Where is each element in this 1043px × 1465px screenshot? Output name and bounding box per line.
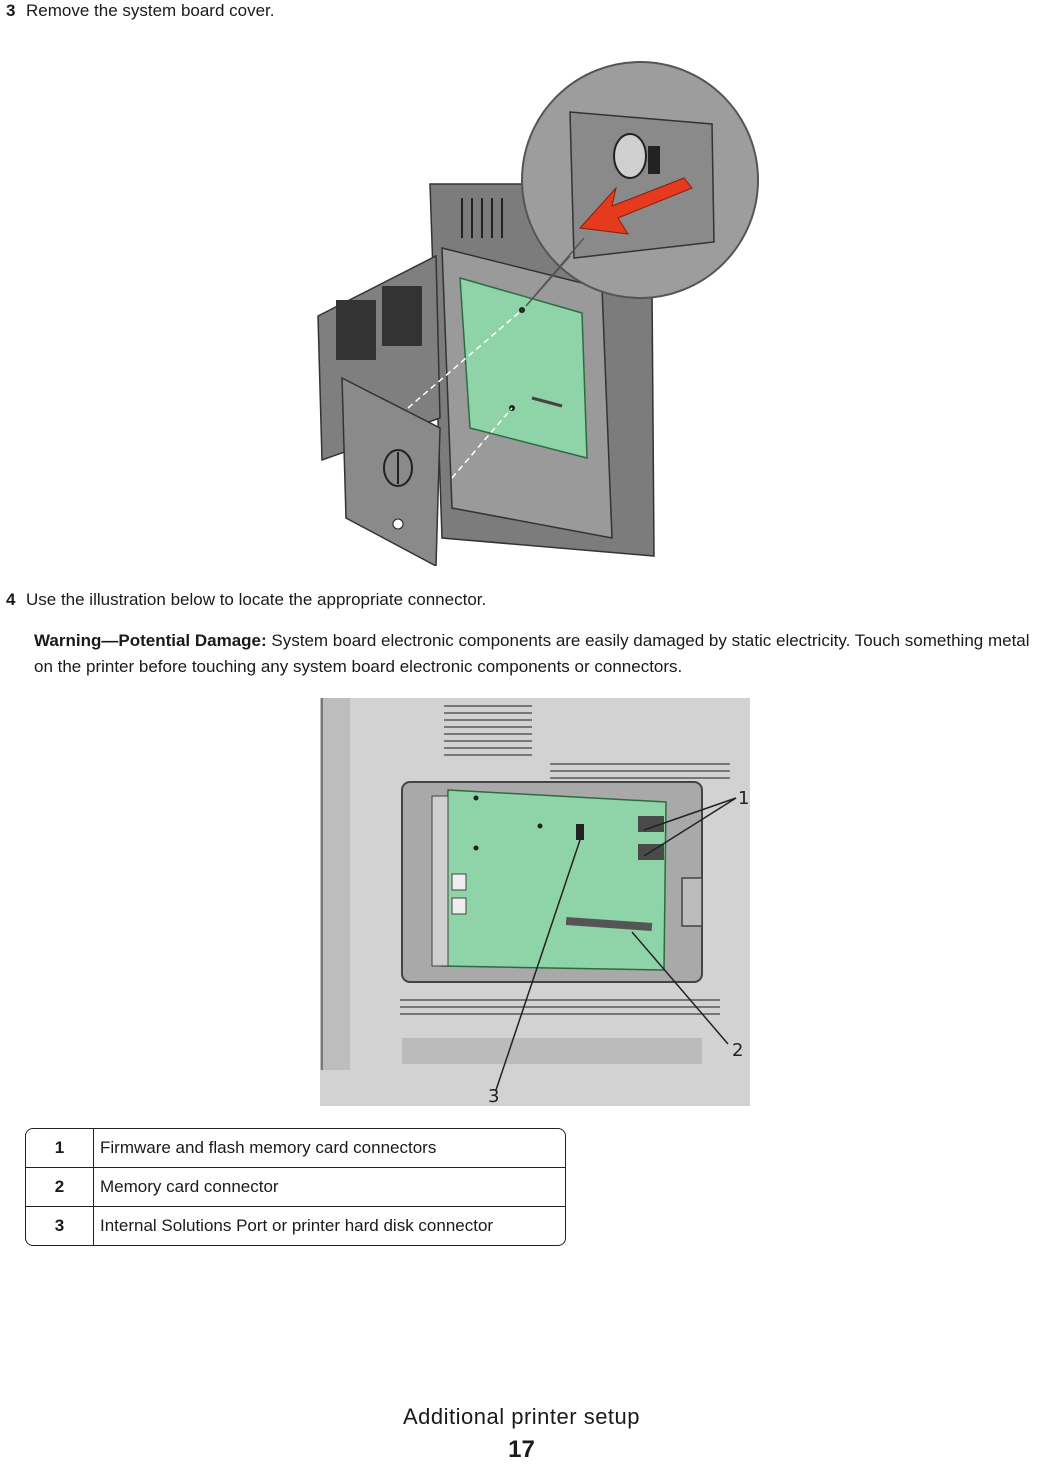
callout-1: 1 (738, 788, 749, 809)
legend-description: Memory card connector (94, 1167, 565, 1206)
connector-location-illustration: 1 2 3 (320, 698, 750, 1106)
connector-legend-table: 1 Firmware and flash memory card connect… (25, 1128, 566, 1246)
callout-2: 2 (732, 1040, 743, 1061)
legend-description: Internal Solutions Port or printer hard … (94, 1206, 565, 1245)
warning-label: Warning—Potential Damage: (34, 631, 267, 650)
legend-number: 2 (26, 1167, 94, 1206)
callout-3: 3 (488, 1086, 499, 1106)
legend-number: 1 (26, 1129, 94, 1167)
table-row: 3 Internal Solutions Port or printer har… (26, 1206, 565, 1245)
step-text: Use the illustration below to locate the… (26, 589, 486, 611)
step-number: 4 (6, 589, 15, 611)
legend-number: 3 (26, 1206, 94, 1245)
remove-cover-illustration (312, 38, 762, 566)
table-row: 1 Firmware and flash memory card connect… (26, 1129, 565, 1167)
page-number: 17 (0, 1436, 1043, 1464)
step-number: 3 (6, 0, 15, 22)
step-text: Remove the system board cover. (26, 0, 275, 22)
warning-notice: Warning—Potential Damage: System board e… (34, 628, 1039, 680)
legend-description: Firmware and flash memory card connector… (94, 1129, 565, 1167)
table-row: 2 Memory card connector (26, 1167, 565, 1206)
footer-section-title: Additional printer setup (0, 1404, 1043, 1430)
